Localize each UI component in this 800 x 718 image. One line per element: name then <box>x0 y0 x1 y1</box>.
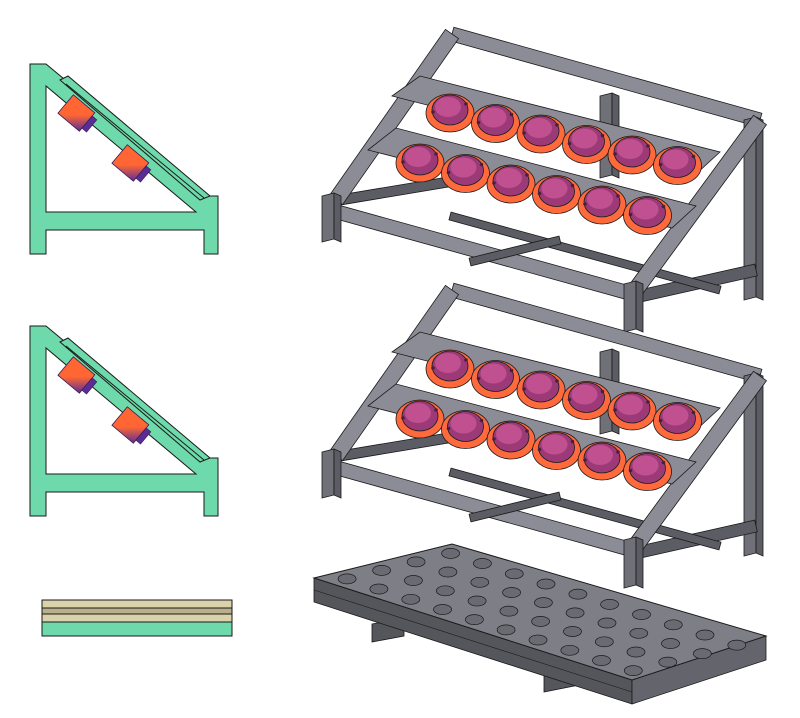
pallet-hole <box>438 566 458 578</box>
tool-holder <box>516 114 566 154</box>
tool-holder <box>562 381 611 420</box>
pallet-hole <box>406 556 426 568</box>
tool-holder <box>441 410 490 449</box>
tool-holder <box>577 185 627 225</box>
tool-holder <box>57 356 98 395</box>
pallet-hole <box>692 648 712 659</box>
pallet-hole <box>470 576 490 588</box>
shelf-edge <box>65 345 205 461</box>
pallet-hole <box>502 587 521 598</box>
tool-holder <box>486 420 536 460</box>
rack-lower <box>321 282 768 589</box>
pallet-hole <box>600 599 619 610</box>
pallet-hole <box>626 646 646 658</box>
side-views-layer <box>29 63 219 517</box>
strip-layer-3 <box>41 613 233 623</box>
tool-holder <box>532 175 581 214</box>
pallet-hole <box>695 629 715 641</box>
pallet-hole <box>473 558 492 569</box>
pallet-hole <box>565 607 585 619</box>
tool-holder <box>425 349 475 389</box>
pallet-hole <box>504 568 524 580</box>
strip-layer-2 <box>41 607 233 615</box>
tool-holder <box>111 144 152 183</box>
tool-holder <box>57 94 98 133</box>
tool-holder <box>486 164 536 204</box>
pallet-hole <box>632 609 651 620</box>
pallet-hole <box>592 655 611 666</box>
bottom-strip <box>41 599 233 637</box>
strip-layer-1 <box>41 599 233 609</box>
tool-holder <box>425 93 475 133</box>
strip-layer-4 <box>41 621 233 637</box>
tool-holder <box>516 370 566 410</box>
pallet-hole <box>597 617 617 629</box>
pallet-hole <box>534 597 553 608</box>
tool-holder <box>653 146 702 185</box>
pallet-hole <box>496 624 516 636</box>
tool-holder <box>395 399 445 439</box>
tool-holder <box>395 143 445 183</box>
tool-holder <box>623 452 672 491</box>
racks-layer <box>321 26 768 589</box>
pallet-hole <box>594 636 614 648</box>
pallet-hole <box>727 639 747 651</box>
pallet-hole <box>531 616 550 627</box>
pallet-hole <box>467 595 487 607</box>
tool-holder <box>111 406 152 445</box>
side-view-upper <box>29 63 219 255</box>
tool-holder <box>471 360 520 399</box>
pallet <box>312 543 768 705</box>
pallet-hole <box>568 588 588 600</box>
pallet-hole <box>560 644 580 656</box>
tool-holder <box>653 402 702 441</box>
pallet-hole <box>623 665 643 676</box>
pallet-hole <box>337 573 357 585</box>
shelf-edge <box>65 83 205 199</box>
pallet-hole <box>563 626 582 637</box>
side-view-lower <box>29 325 219 517</box>
pallet-hole <box>499 605 519 617</box>
pallet-hole <box>372 565 391 576</box>
tool-holder <box>532 431 581 470</box>
pallet-hole <box>661 638 680 649</box>
pallet-hole <box>404 575 423 586</box>
tool-holder <box>577 441 627 481</box>
pallet-hole <box>435 585 455 597</box>
pallet-hole <box>629 627 649 639</box>
pallet-hole <box>401 593 421 605</box>
pallet-hole <box>663 619 683 631</box>
shelf-strip <box>59 75 211 201</box>
rack-upper <box>321 26 768 333</box>
pallet-hole <box>528 634 548 646</box>
pallet-hole <box>441 548 460 559</box>
tool-holder <box>623 196 672 235</box>
pallet-hole <box>369 583 389 595</box>
tool-holder <box>607 135 657 175</box>
pallet-top <box>312 543 768 681</box>
shelf-strip <box>59 337 211 463</box>
pallet-hole <box>465 614 484 625</box>
pallet-hole <box>536 578 556 590</box>
tool-holder <box>441 154 490 193</box>
tool-holder <box>562 125 611 164</box>
tool-holder <box>471 104 520 143</box>
pallet-hole <box>433 604 452 615</box>
tool-holder <box>607 391 657 431</box>
pallet-hole <box>658 656 678 668</box>
